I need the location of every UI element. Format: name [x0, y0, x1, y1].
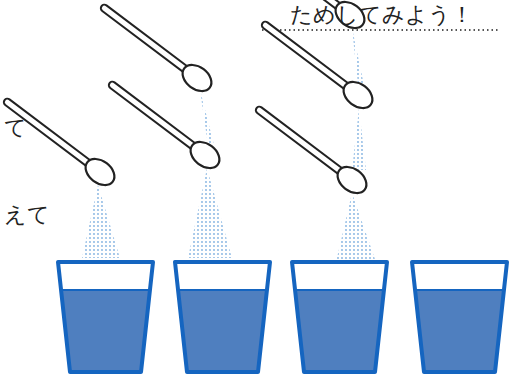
spoon [250, 99, 371, 198]
instruction-fragment: て [4, 116, 27, 140]
water-cup [412, 262, 507, 372]
dotted-underline [262, 29, 500, 31]
water-cup [175, 262, 270, 372]
powder [352, 28, 364, 85]
powder [352, 108, 366, 170]
instruction-fragment: えて [4, 203, 50, 227]
spoon [256, 14, 377, 113]
spoon [0, 91, 119, 190]
powder [336, 193, 376, 262]
powder [82, 185, 120, 258]
spoon [103, 74, 224, 173]
powder [188, 168, 232, 258]
water-cup [292, 262, 387, 372]
powder [200, 90, 214, 145]
water-cup [58, 262, 153, 372]
heading-text: ためしてみよう！ [290, 3, 473, 27]
